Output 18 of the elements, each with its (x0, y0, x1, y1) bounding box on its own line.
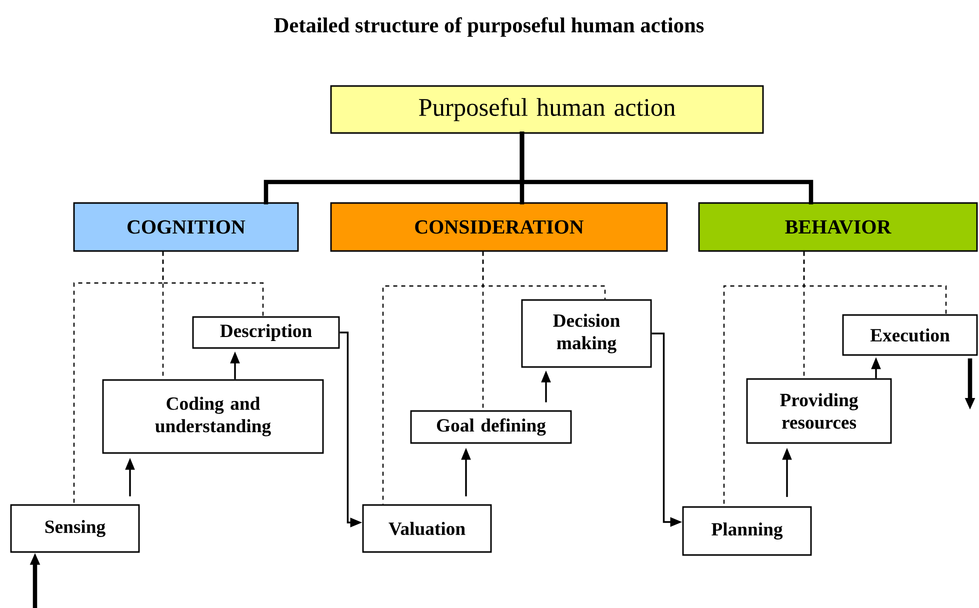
root-box: Purposeful human action (330, 85, 764, 134)
category-box: COGNITION (73, 202, 299, 252)
step-box: Providing resources (746, 378, 892, 444)
connector-line (520, 132, 814, 204)
step-box: Decision making (521, 299, 652, 368)
step-box: Goal defining (410, 410, 572, 444)
step-box: Description (192, 316, 340, 349)
connector-line (482, 252, 606, 300)
connector-line (162, 252, 264, 316)
step-box: Coding and understanding (102, 379, 324, 454)
connector-line (803, 252, 947, 314)
step-box: Planning (682, 506, 812, 556)
step-box: Sensing (10, 504, 140, 553)
title: Detailed structure of purposeful human actions (274, 17, 704, 37)
category-box: CONSIDERATION (330, 202, 668, 252)
step-box: Valuation (362, 504, 492, 553)
step-box: Execution (842, 314, 978, 356)
category-box: BEHAVIOR (698, 202, 978, 252)
